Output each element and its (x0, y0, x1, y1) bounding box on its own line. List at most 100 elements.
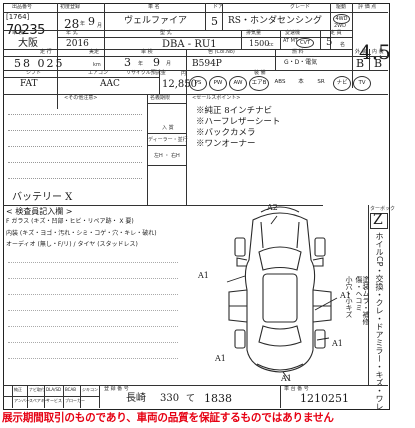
footer-row2-c: サービス (46, 398, 62, 403)
equipment-4: ABS (274, 79, 286, 85)
equipment-8: TV (353, 76, 371, 91)
evaluation-score: 4.5 (359, 40, 391, 64)
drive-2wd: 2WD (334, 23, 346, 29)
teiin-label: 定 員 (330, 30, 342, 36)
shaken-year-unit: 年 (138, 61, 144, 67)
equipment-7: ナビ (333, 76, 351, 91)
plate-label: 登 録 番 号 (104, 386, 129, 392)
damage-mark-a1-right: A1 (332, 339, 343, 348)
vertical-notes-3: 塗装ムラ・補修 (362, 276, 370, 325)
equipment-3: エアB (249, 76, 269, 91)
chassis-number: 1210251 (300, 392, 349, 405)
first-reg-month-unit: 月 (97, 23, 103, 29)
lr-label: 左H ・ 右H (154, 153, 180, 159)
equipment-1: PW (209, 76, 227, 91)
sales-point-2: ※バックカメラ (196, 128, 256, 138)
mileage-label: 走 行 (40, 49, 52, 55)
drive-4wd-circle: 4WD (333, 14, 350, 24)
transmission-circle: CVT (296, 38, 314, 48)
battery-note: バッテリー X (12, 192, 73, 203)
damage-mark-a1-left: A1 (198, 271, 209, 280)
color-label: 色 (Col.No) (208, 49, 235, 55)
nenshiki-label: 年 式 (66, 30, 78, 36)
first-reg-year-unit: 年 (80, 21, 86, 27)
plate-kana: て (186, 394, 196, 404)
footer-col-2: ナビ取付 (29, 387, 45, 392)
car-name: ヴェルファイア (124, 16, 188, 26)
inspection-title: < 検査員記入欄 > (6, 207, 73, 216)
model-year: 2016 (66, 39, 89, 49)
shift-label: シフト (26, 70, 42, 76)
first-reg-month: 9 (88, 15, 95, 28)
displacement: 1500 (249, 39, 270, 48)
damage-mark-a2: A2 (267, 203, 278, 212)
doors-label: ドア (213, 4, 224, 10)
equip-label: 装 備 (254, 70, 266, 76)
equipment-2: AW (229, 76, 247, 91)
serial-label: 出品番号 (12, 4, 33, 10)
doors-value: 5 (211, 15, 218, 28)
capacity-value: 5 (326, 37, 333, 48)
ac-value: AAC (100, 79, 120, 89)
damage-mark-a1-front: A1 (215, 354, 226, 363)
damage-mark-a1-door: A1 (340, 291, 351, 300)
location-value: 大阪 (18, 38, 38, 49)
car-diagram (226, 206, 338, 381)
color-code: B594P (192, 59, 222, 69)
mileage-tag: ターボック (370, 206, 396, 212)
odo-label: 実走 (89, 49, 100, 55)
exterior-label: 外 装 (355, 49, 367, 55)
sheet-border (3, 3, 390, 410)
drive-label: 駆動 (336, 4, 347, 10)
equipment-5: 本 (298, 79, 304, 85)
z-box (370, 213, 388, 229)
recycle-label: リサイクル預託金 (126, 70, 166, 76)
vertical-notes-2: 傷・ヘコミ (355, 276, 363, 311)
z-mark: Z (373, 212, 383, 228)
dealer-label: ディーラー・並行 (148, 137, 188, 143)
chassis-label: 車 台 番 号 (284, 386, 309, 392)
footer-row2-d: ブローカー (65, 398, 85, 403)
sales-point-1: ※ハーフレザーシート (196, 117, 281, 127)
shaken-year: 3 (124, 56, 131, 69)
carname-label: 車 名 (148, 4, 160, 10)
disclaimer-text: 展示期間取引のものであり、車両の品質を保証するものではありません (2, 412, 334, 424)
mission-label: 変速機 (285, 30, 301, 36)
displacement-unit: cc (268, 42, 274, 48)
score-label: 評 価 点 (358, 4, 377, 10)
ac-label: エアコン (88, 70, 109, 76)
other-notes-label: <その他注意> (64, 95, 98, 101)
ent-label: 入 賞 (162, 125, 174, 131)
shift-value: FAT (20, 79, 38, 89)
first-reg-year: 28 (64, 17, 80, 31)
hiki-label: 排気量 (246, 30, 262, 36)
shaken-month-unit: 月 (166, 61, 172, 67)
interior-label: 内 装 (372, 49, 384, 55)
equipment-6: SR (317, 79, 325, 85)
recycle-unit: 円 (181, 71, 187, 77)
shaken-label: 車 検 (12, 30, 24, 36)
interior-line: 内装 (キズ・ヨゴ・汚れ・シミ・コゲ・穴・キレ・破れ) (6, 230, 157, 237)
shaken-date-label: 車 検 (141, 49, 153, 55)
owner-label: 名義期限 (150, 95, 171, 101)
footer-row2-a: アンバー (14, 398, 30, 403)
plate-number: 1838 (204, 392, 232, 405)
plate-class: 330 (160, 393, 180, 404)
fuel-value: G・D・電気 (284, 59, 318, 66)
kata-label: 型 式 (160, 30, 172, 36)
footer-col-4: BCAB (65, 387, 76, 392)
grade-label: グレード (290, 4, 311, 10)
recycle-value: 12,850 (162, 79, 197, 90)
frame-line: F ガラス (キズ・凹部・ヒビ・リペア跡・ X 要) (6, 218, 134, 225)
vertical-legend: ホイルCP・交換・クレ・ドアミラー・キズ・ワレ (375, 232, 384, 411)
capacity-unit: 名 (340, 42, 346, 48)
footer-col-3: DLA/SD (46, 387, 62, 392)
shaken-month: 9 (153, 56, 160, 69)
sales-point-0: ※純正 8インチナビ (196, 106, 273, 116)
first-reg-label: 初度登録 (60, 4, 81, 10)
mileage-value: 58 025 (14, 57, 65, 70)
fuel-label: 燃 料 (292, 49, 304, 55)
vertical-notes-1: 小穴・小キズ (345, 276, 353, 318)
